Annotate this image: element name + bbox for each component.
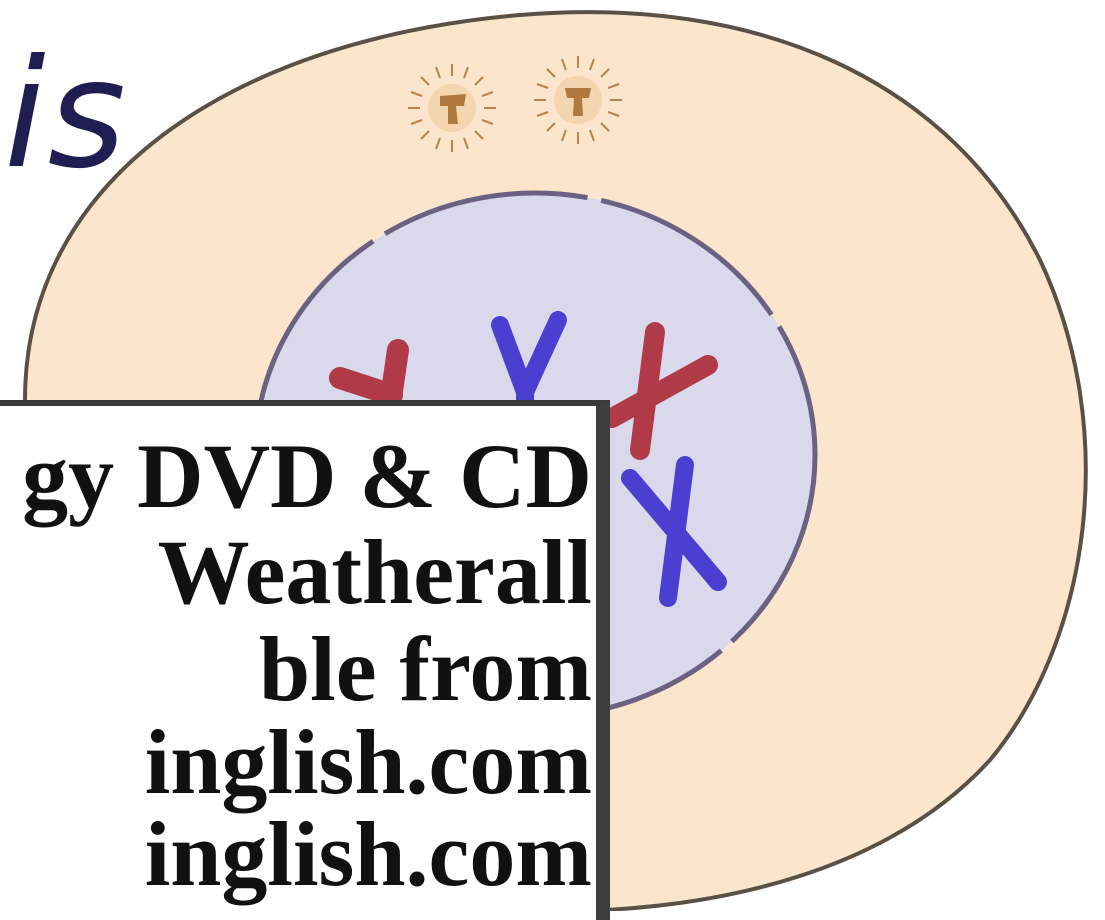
caption-line-5[interactable]: inglish.com — [145, 808, 592, 900]
caption-line-4[interactable]: inglish.com — [145, 716, 592, 808]
caption-line-3: ble from — [259, 623, 592, 715]
caption-line-1: gy DVD & CD — [22, 430, 592, 522]
heading-text-fragment: is — [4, 40, 128, 190]
caption-box: gy DVD & CD Weatherall ble from inglish.… — [0, 400, 610, 920]
caption-line-2: Weatherall — [158, 526, 592, 618]
